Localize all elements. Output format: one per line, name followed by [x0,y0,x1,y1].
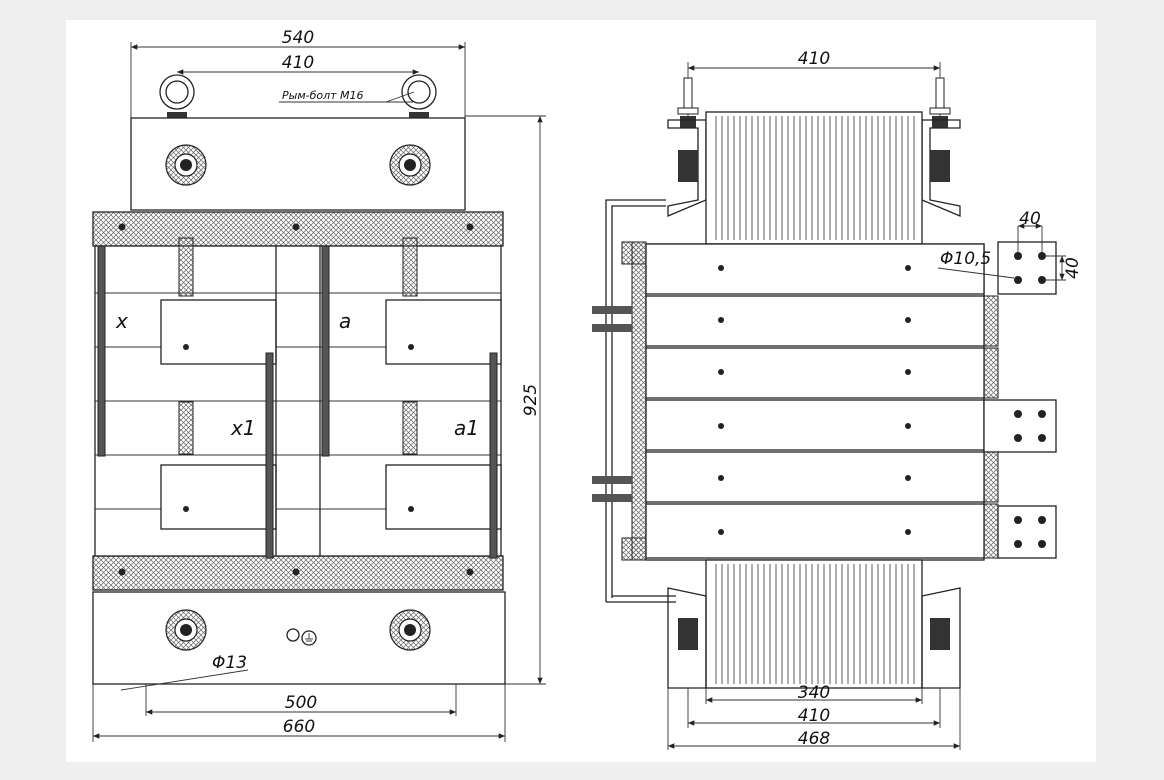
terminal-plate-lower [997,505,1057,559]
drawing-sheet: 540 410 Рым-болт М16 [66,20,1096,762]
eyebolt-note: Рым-болт М16 [282,89,364,102]
bushing-top-left [165,144,207,186]
ground-symbol-icon [286,628,317,646]
dim-bolt-spacing: 410 [282,53,314,73]
side-dim-base: 468 [798,729,831,749]
side-busbar-rod [605,199,666,602]
side-dim-frame: 410 [798,706,830,726]
core-stack [621,241,999,561]
dim-base-width: 660 [283,717,315,737]
dim-hole-diameter: Φ13 [212,653,247,673]
side-eyebolt-left [677,77,699,128]
eyebolt-right [401,74,437,120]
terminal-plate-upper [997,241,1057,295]
side-dim-window: 340 [798,683,830,703]
bushing-bottom-left [165,609,207,651]
terminal-label-x1: x1 [230,416,256,440]
side-view: 410 [592,49,1083,750]
side-eyebolt-right [929,77,951,128]
side-dim-top-width: 410 [798,49,830,69]
side-terminals-left [592,306,632,502]
terminal-plate-middle [983,399,1057,453]
side-bushing-bottom-left [678,618,698,650]
dim-mount-spacing: 500 [285,693,317,713]
lower-fins [705,559,923,689]
eyebolt-left [159,74,195,120]
dim-height: 925 [521,384,541,416]
technical-drawing: 540 410 Рым-болт М16 [92,28,1083,750]
terminal-label-a: a [339,309,351,333]
side-bushing-top-left [678,150,698,182]
side-bushing-bottom-right [930,618,950,650]
dim-top-width: 540 [282,28,314,48]
terminal-label-x: x [115,309,128,333]
terminal-label-a1: a1 [454,416,479,440]
side-dim-hole-spacing-v: 40 [1063,257,1083,279]
side-dim-hole-spacing-h: 40 [1019,209,1041,229]
bushing-bottom-right [389,609,431,651]
front-view: 540 410 Рым-болт М16 [92,28,546,742]
coil-body [94,223,502,576]
upper-fins [705,111,923,245]
bushing-top-right [389,144,431,186]
bottom-yoke [92,591,506,685]
side-dim-hole-diameter: Φ10,5 [940,249,991,269]
side-bushing-top-right [930,150,950,182]
